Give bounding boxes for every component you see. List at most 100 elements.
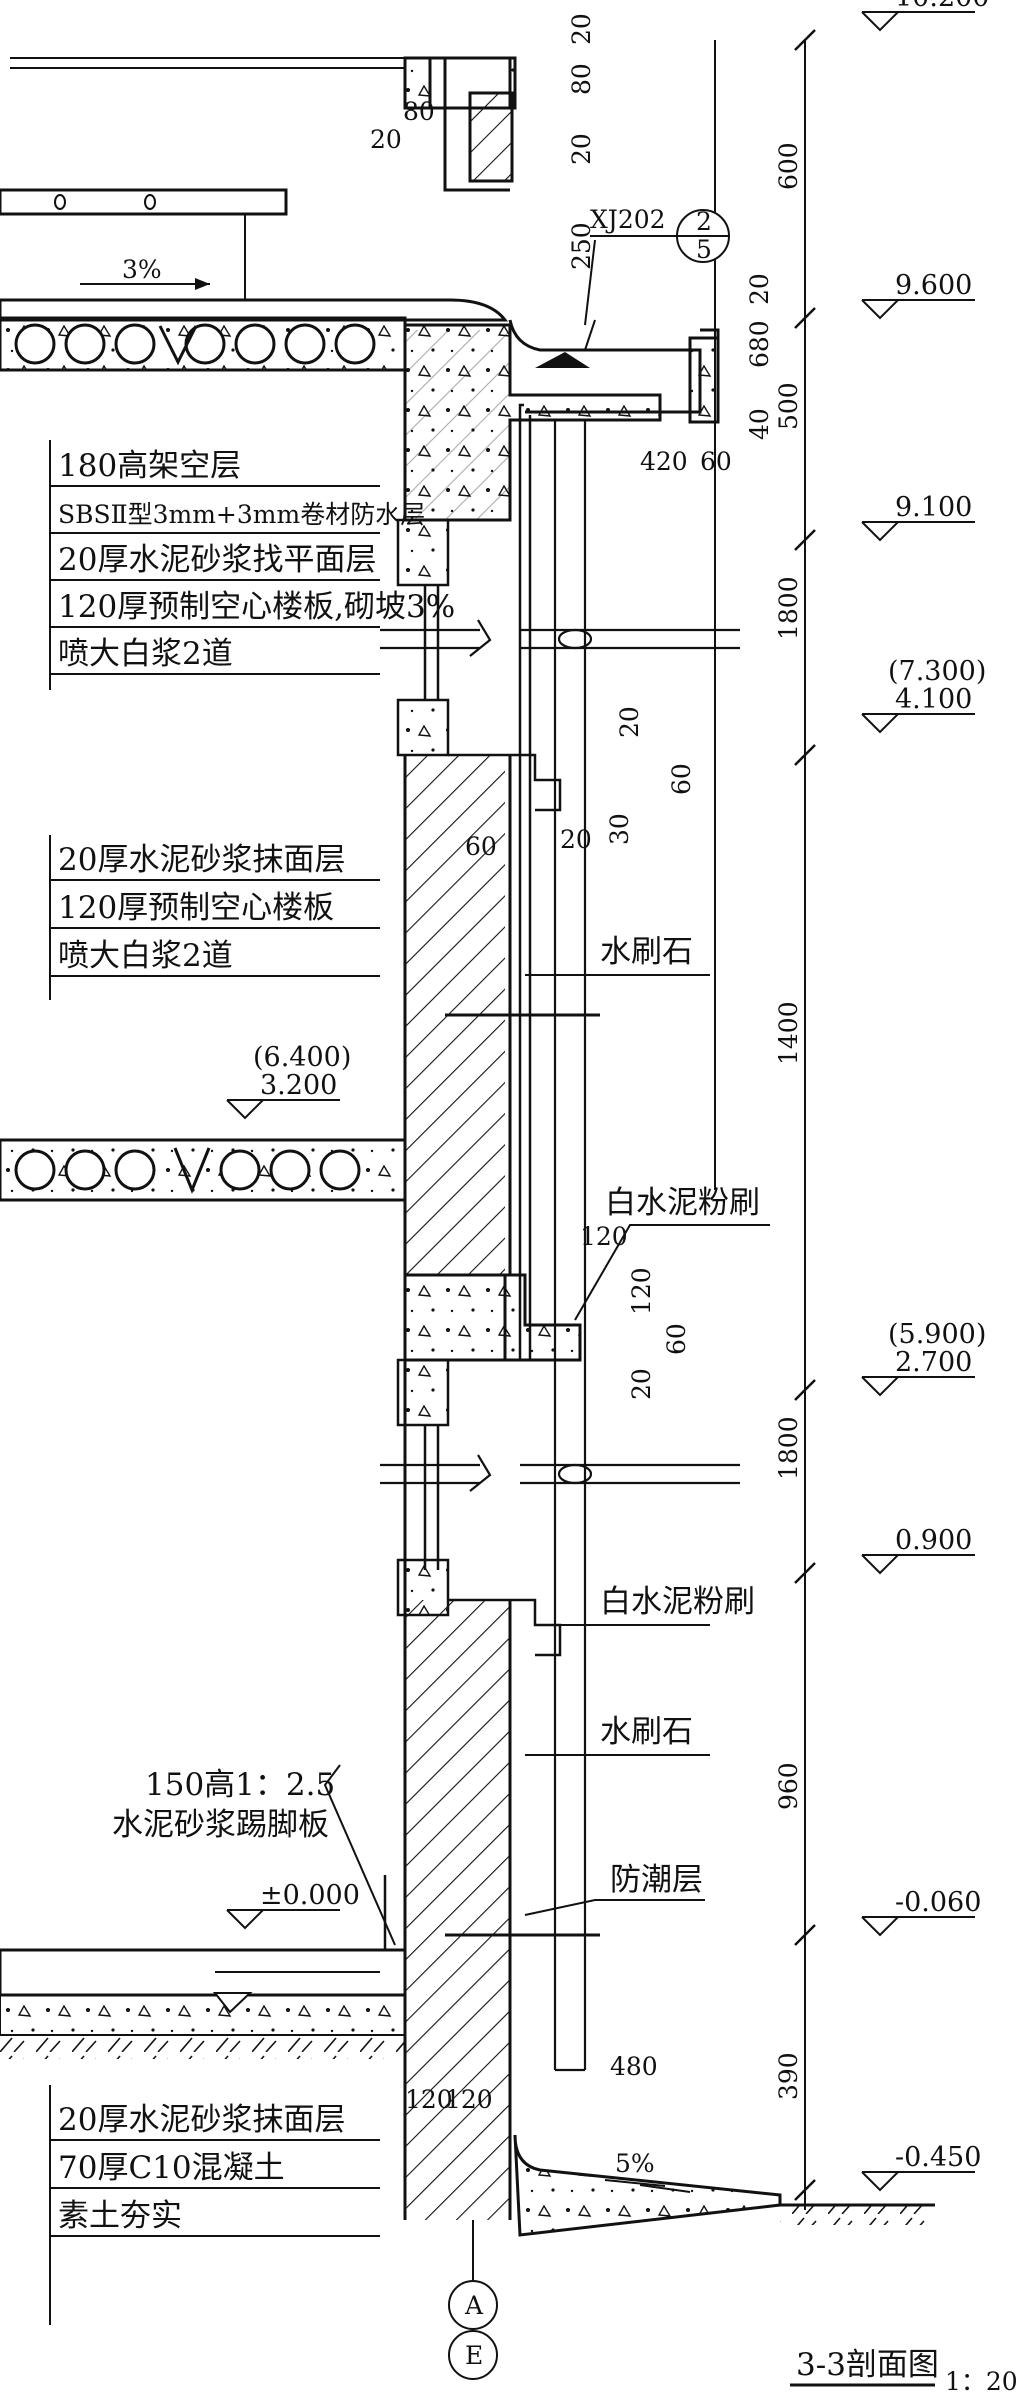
parapet (403, 56, 517, 192)
small-dimension: 20 (370, 125, 402, 154)
roof-slab (0, 298, 509, 372)
dim-tick (794, 307, 816, 329)
vertical-dimension: 1800 (774, 1416, 803, 1480)
small-dimension: 60 (465, 832, 497, 861)
level-value: 9.600 (895, 270, 972, 301)
layer-note: 180高架空层 (58, 448, 241, 484)
dim-tick (794, 2179, 816, 2201)
drawing-title: 3-3剖面图 (796, 2347, 939, 2383)
dim-tick (794, 29, 816, 51)
level-marker: 10.200 (861, 0, 989, 32)
break-line-upper (380, 619, 740, 657)
vertical-dimension: 1800 (774, 576, 803, 640)
drawing-scale: 1：20 (945, 2367, 1018, 2396)
level-marker: -0.060 (861, 1887, 981, 1937)
small-dimension: 80 (567, 63, 596, 95)
layer-note: 20厚水泥砂浆抹面层 (58, 842, 345, 878)
small-dimension: 60 (667, 763, 696, 795)
slope-roof: 3% (122, 255, 162, 284)
svg-text:5: 5 (696, 235, 712, 264)
svg-text:XJ202: XJ202 (590, 205, 666, 234)
level-value: -0.450 (895, 2142, 981, 2173)
vertical-dimension: 960 (774, 1762, 803, 1810)
layer-note: 120厚预制空心楼板,砌坡3% (58, 589, 455, 625)
material-callout: 防潮层 (610, 1862, 703, 1898)
small-dimension: 120 (405, 2085, 453, 2114)
level-value: 4.100 (895, 684, 972, 715)
axis-line (448, 2220, 498, 2380)
vertical-dimension: 390 (774, 2052, 803, 2100)
callout-leaders (212, 974, 770, 2014)
axis-label-e: E (465, 2341, 483, 2370)
small-dimension: 120 (445, 2085, 493, 2114)
vertical-dimension: 1400 (774, 1001, 803, 1065)
apron (513, 2134, 935, 2237)
level-value: 9.100 (895, 492, 972, 523)
level-value: 2.700 (895, 1347, 972, 1378)
dim-tick (794, 1562, 816, 1584)
small-dimension: 20 (627, 1368, 656, 1400)
title-block: 3-3剖面图 1：20 (790, 2347, 1018, 2396)
downpipe (445, 420, 600, 2072)
layer-note: 70厚C10混凝土 (58, 2150, 285, 2186)
roof-layers: 180高架空层 SBSⅡ型3mm+3mm卷材防水层 20厚水泥砂浆找平面层 120厚预… (49, 440, 455, 690)
material-callout: 水刷石 (600, 1714, 693, 1750)
skirting-note-1: 150高1：2.5 (145, 1767, 335, 1803)
small-dimension: 20 (560, 825, 592, 854)
svg-text:2: 2 (696, 207, 712, 236)
layer-note: SBSⅡ型3mm+3mm卷材防水层 (58, 500, 425, 529)
small-dimension: 40 (745, 408, 774, 440)
dim-tick (794, 1924, 816, 1946)
axis-label-a: A (464, 2291, 484, 2320)
level-value: ±0.000 (260, 1880, 360, 1911)
lintel-middle (396, 1273, 582, 1657)
small-dimension: 20 (615, 706, 644, 738)
overhead-slab (0, 188, 288, 300)
layer-note: 120厚预制空心楼板 (58, 890, 334, 926)
layer-note: 素土夯实 (58, 2198, 182, 2234)
skirting-note-2: 水泥砂浆踢脚板 (112, 1807, 329, 1843)
layer-note: 20厚水泥砂浆抹面层 (58, 2102, 345, 2138)
small-dimension: 20 (567, 133, 596, 165)
small-dimension: 120 (580, 1222, 628, 1251)
window-upper (396, 518, 562, 812)
level-marker: -0.450 (861, 2142, 981, 2192)
small-dimension: 60 (700, 447, 732, 476)
small-dimension: 420 (640, 447, 688, 476)
level-marker: 9.100 (861, 492, 975, 542)
level-alt-value: (5.900) (888, 1319, 986, 1350)
vertical-dimension: 500 (774, 382, 803, 430)
layer-note: 喷大白浆2道 (58, 938, 233, 974)
level-marker: (6.400)3.200 (226, 1042, 351, 1120)
material-callout: 白水泥粉刷 (605, 1185, 760, 1221)
floor-slab (0, 1138, 407, 1202)
level-value: 0.900 (895, 1525, 972, 1556)
level-alt-value: (6.400) (253, 1042, 351, 1073)
material-callout: 水刷石 (600, 934, 693, 970)
level-value: 10.200 (895, 0, 989, 13)
slope-apron: 5% (615, 2149, 655, 2178)
layer-note: 20厚水泥砂浆找平面层 (58, 542, 376, 578)
small-dimension: 680 (745, 320, 774, 368)
material-callout: 白水泥粉刷 (600, 1584, 755, 1620)
small-dimension: 60 (662, 1323, 691, 1355)
dim-tick (794, 744, 816, 766)
small-dimension: 480 (610, 2052, 658, 2081)
level-marker: ±0.000 (226, 1880, 360, 1930)
small-dimension: 80 (403, 97, 435, 126)
vertical-dimension: 600 (774, 142, 803, 190)
detail-reference: XJ202 2 5 (584, 205, 730, 326)
small-dimension: 20 (567, 13, 596, 45)
level-marker: 0.900 (861, 1525, 975, 1575)
level-alt-value: (7.300) (888, 656, 986, 687)
dim-tick (794, 1379, 816, 1401)
small-dimension: 30 (605, 813, 634, 845)
small-dimension: 250 (567, 222, 596, 270)
dim-tick (794, 529, 816, 551)
break-line-lower (380, 1454, 740, 1492)
small-dimension: 120 (627, 1267, 656, 1315)
level-marker: (7.300)4.100 (861, 656, 986, 734)
level-value: 3.200 (260, 1070, 337, 1101)
